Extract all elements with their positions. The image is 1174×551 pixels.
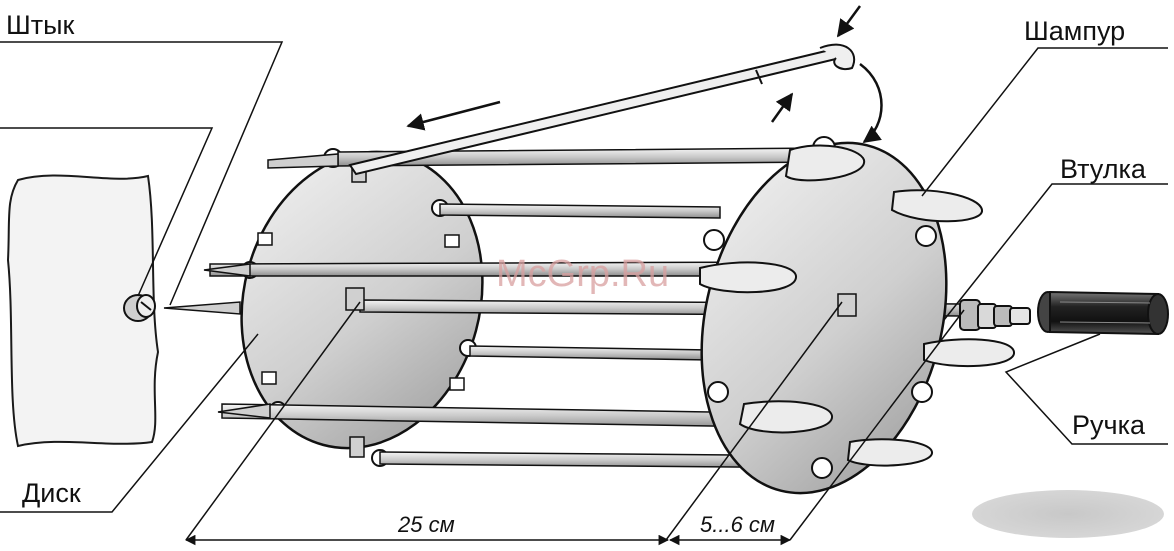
handle-icon — [1038, 292, 1168, 334]
label-shtyk: Штык — [6, 10, 75, 40]
motion-arrows — [408, 6, 882, 142]
shadow-ellipse — [972, 490, 1164, 538]
dimension-length: 25 см — [397, 512, 455, 537]
label-shampur: Шампур — [1024, 16, 1125, 46]
label-ruchka: Ручка — [1072, 410, 1146, 440]
label-vtulka: Втулка — [1060, 154, 1147, 184]
dimension-gap: 5...6 см — [700, 512, 775, 537]
watermark: McGrp.Ru — [496, 253, 669, 295]
bushing-icon — [960, 300, 1030, 330]
label-disk: Диск — [22, 478, 81, 508]
